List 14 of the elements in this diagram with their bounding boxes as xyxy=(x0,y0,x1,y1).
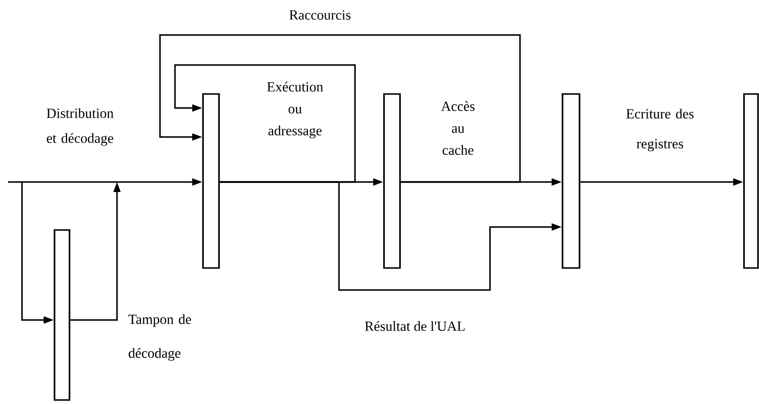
register-bar xyxy=(54,229,70,401)
edge-label: Raccourcis xyxy=(289,10,350,20)
stage-label: Exécution ou adressage xyxy=(267,82,324,138)
stage-label: Accès au cache xyxy=(441,101,475,155)
arrow xyxy=(174,64,356,183)
register-bar xyxy=(202,93,220,269)
register-bar xyxy=(562,93,580,269)
stage-label: Tampon de décodage xyxy=(128,314,192,361)
arrow xyxy=(159,34,521,183)
register-bar xyxy=(383,93,401,269)
register-bar xyxy=(743,93,759,269)
edge-label: Résultat de l'UAL xyxy=(364,321,465,331)
stage-label: Ecriture des registres xyxy=(626,108,694,152)
stage-label: Distribution et décodage xyxy=(46,108,114,146)
